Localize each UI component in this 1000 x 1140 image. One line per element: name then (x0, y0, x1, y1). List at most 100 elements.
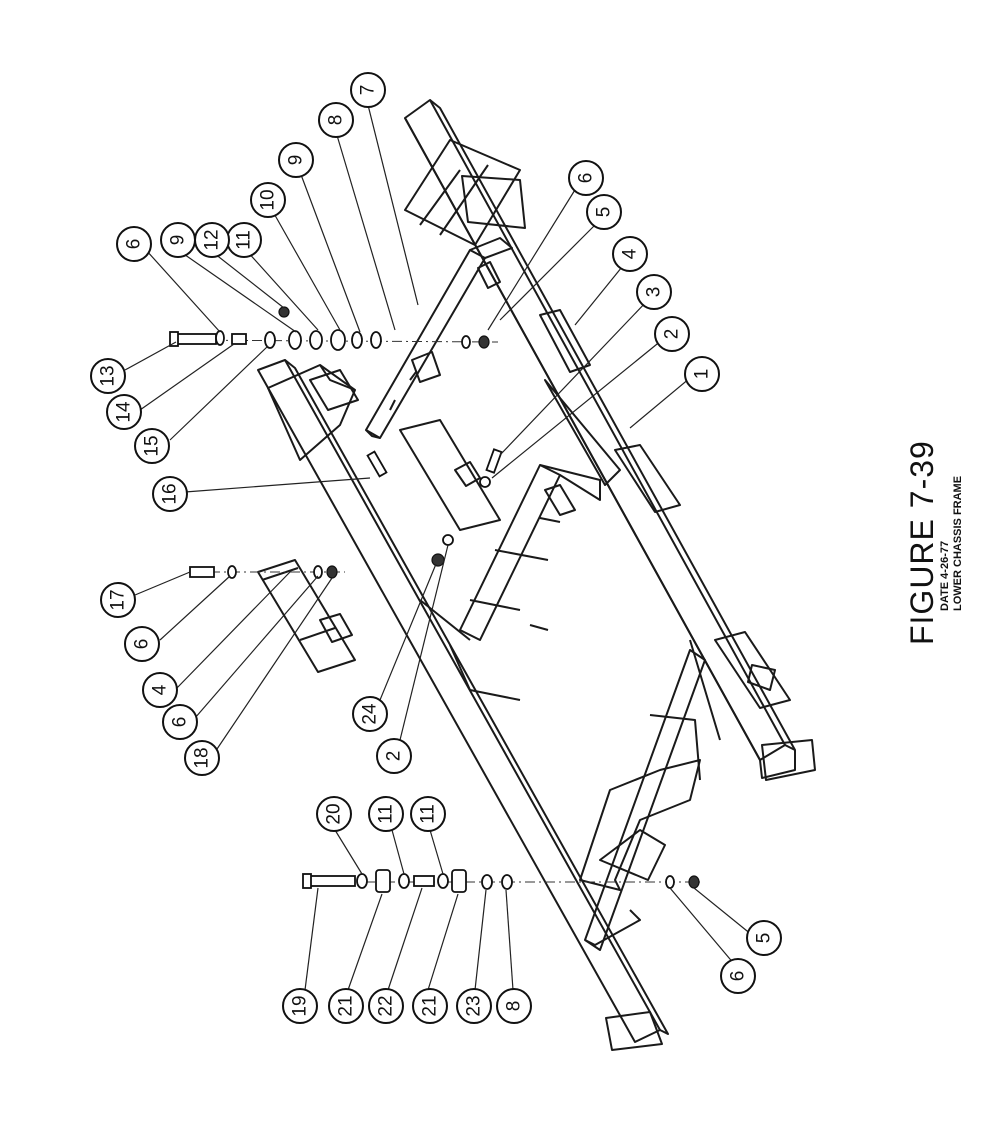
washer-8-top (370, 331, 382, 349)
svg-text:11: 11 (376, 804, 397, 824)
callout-6: 6 (124, 626, 160, 662)
figure-date: DATE 4-26-77 (939, 540, 951, 611)
svg-text:6: 6 (728, 971, 749, 982)
svg-text:8: 8 (326, 115, 347, 126)
callouts: 7 8 9 10 11 12 9 6 6 5 4 3 2 1 13 14 15 … (90, 72, 782, 1024)
right-side-rail (404, 99, 816, 781)
svg-text:1: 1 (692, 369, 713, 380)
svg-text:17: 17 (108, 589, 129, 610)
washer-11-b (437, 873, 449, 889)
washer-6-17 (227, 565, 237, 579)
lower-chassis-frame (257, 99, 816, 1051)
svg-text:22: 22 (376, 995, 397, 1016)
nut-24 (431, 553, 445, 567)
svg-text:16: 16 (160, 483, 181, 504)
svg-text:11: 11 (418, 804, 439, 824)
callout-17: 17 (100, 582, 136, 618)
callout-9: 9 (278, 142, 314, 178)
callout-20: 20 (316, 796, 352, 832)
callout-22: 22 (368, 988, 404, 1024)
callout-14: 14 (106, 394, 142, 430)
svg-text:21: 21 (420, 995, 441, 1016)
svg-text:18: 18 (192, 747, 213, 768)
callout-11: 11 (368, 796, 404, 832)
mounting-brackets (309, 261, 791, 709)
svg-text:6: 6 (576, 173, 597, 184)
washer-23 (481, 874, 493, 890)
svg-text:10: 10 (258, 189, 279, 210)
callout-24: 24 (352, 696, 388, 732)
nut-5-bottom (688, 875, 700, 889)
svg-text:19: 19 (290, 995, 311, 1016)
washer-20 (356, 873, 368, 889)
svg-text:15: 15 (142, 435, 163, 456)
washer-2-b (442, 534, 454, 546)
callout-5: 5 (746, 920, 782, 956)
svg-text:2: 2 (384, 751, 405, 762)
callout-7: 7 (350, 72, 386, 108)
front-crossmember (579, 649, 706, 951)
left-upper-gusset (267, 364, 356, 461)
washer-9-top (288, 330, 302, 350)
svg-text:4: 4 (620, 248, 641, 259)
leader-lines (124, 104, 753, 991)
washer-6-18 (313, 565, 323, 579)
callout-21: 21 (328, 988, 364, 1024)
bolt-19 (302, 873, 356, 889)
svg-text:23: 23 (464, 995, 485, 1016)
bracket-18-assembly (257, 559, 356, 673)
svg-text:24: 24 (360, 703, 381, 725)
washer-6-top (215, 330, 225, 346)
callout-6: 6 (162, 704, 198, 740)
svg-text:11: 11 (234, 230, 255, 250)
callout-21: 21 (412, 988, 448, 1024)
callout-1: 1 (684, 356, 720, 392)
svg-text:6: 6 (132, 639, 153, 650)
washer-2-a (479, 476, 491, 488)
washer-9-b (351, 331, 363, 349)
svg-text:7: 7 (358, 85, 379, 96)
inner-chassis-lines (419, 599, 721, 741)
callout-9: 9 (160, 222, 196, 258)
callout-5: 5 (586, 194, 622, 230)
callout-2: 2 (654, 316, 690, 352)
svg-text:5: 5 (594, 207, 615, 218)
bolt-13 (169, 331, 217, 347)
bushing-11-top (309, 330, 323, 350)
callout-10: 10 (250, 182, 286, 218)
hardware (169, 306, 700, 893)
callout-2: 2 (376, 738, 412, 774)
svg-text:20: 20 (324, 803, 345, 824)
figure-caption-text: FIGURE 7-39 DATE 4-26-77 LOWER CHASSIS F… (904, 440, 965, 645)
callout-6: 6 (116, 226, 152, 262)
washer-6-upper-right (461, 335, 471, 349)
callout-11: 11 (410, 796, 446, 832)
callout-23: 23 (456, 988, 492, 1024)
svg-text:5: 5 (754, 933, 775, 944)
washer-15 (264, 331, 276, 349)
bushing-21-a (375, 869, 391, 893)
svg-text:4: 4 (150, 684, 171, 695)
figure-title: FIGURE 7-39 (904, 440, 940, 645)
rear-extension (404, 139, 526, 246)
nut-12 (278, 306, 290, 318)
sleeve-14 (231, 333, 247, 345)
svg-text:6: 6 (124, 239, 145, 250)
svg-text:6: 6 (170, 717, 191, 728)
callout-3: 3 (636, 274, 672, 310)
bushing-21-b (451, 869, 467, 893)
center-crossmember (459, 379, 621, 641)
svg-text:8: 8 (504, 1001, 525, 1012)
callout-6: 6 (720, 958, 756, 994)
svg-text:9: 9 (168, 235, 189, 246)
nut-5-upper (478, 335, 490, 349)
svg-text:21: 21 (336, 995, 357, 1016)
pin-16 (366, 450, 388, 478)
bolt-3 (485, 448, 503, 474)
callout-18: 18 (184, 740, 220, 776)
svg-text:14: 14 (114, 401, 135, 423)
svg-text:9: 9 (286, 155, 307, 166)
left-side-rail (257, 359, 669, 1051)
callout-8: 8 (496, 988, 532, 1024)
